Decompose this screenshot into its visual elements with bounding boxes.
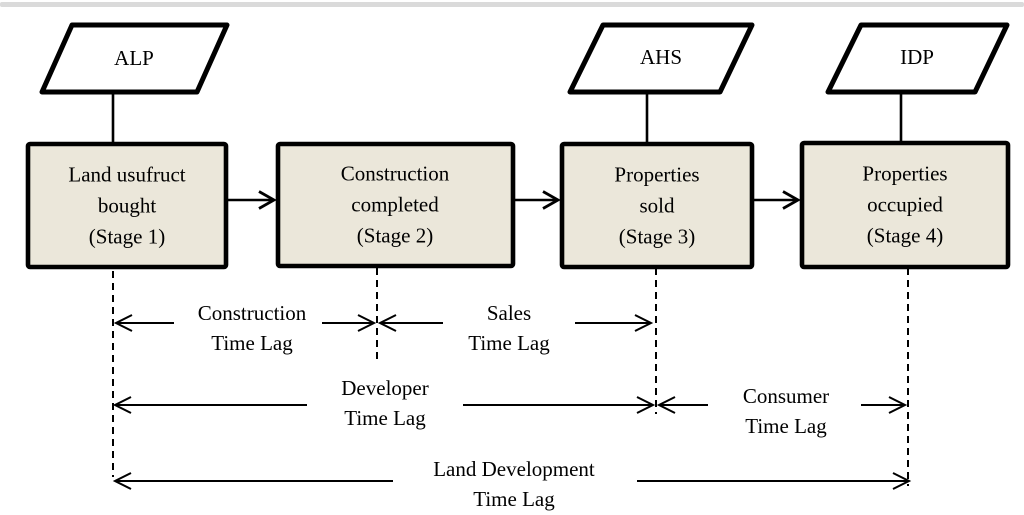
time-lag-label-developer: Developer Time Lag bbox=[341, 376, 429, 430]
stage-label-1: Land usufruct bought (Stage 1) bbox=[68, 162, 186, 249]
stage-label-3: Properties sold (Stage 3) bbox=[614, 162, 700, 249]
stage-label-4: Properties occupied (Stage 4) bbox=[862, 161, 948, 248]
input-label-alp: ALP bbox=[114, 46, 154, 70]
input-label-idp: IDP bbox=[900, 45, 934, 69]
time-lag-label-consumer: Consumer Time Lag bbox=[742, 384, 830, 438]
page-top-divider bbox=[0, 2, 1024, 7]
stage-box-2 bbox=[275, 141, 516, 269]
input-shape-alp bbox=[39, 22, 230, 95]
input-shape-ahs bbox=[567, 22, 755, 95]
time-lag-label-sales: Sales Time Lag bbox=[468, 301, 550, 355]
stage-box-4 bbox=[799, 140, 1011, 270]
time-lag-label-construction: Construction Time Lag bbox=[197, 301, 307, 355]
input-shape-idp bbox=[825, 22, 1010, 95]
stage-box-1 bbox=[25, 141, 229, 270]
stage-label-2: Construction completed (Stage 2) bbox=[340, 161, 450, 248]
time-lag-label-land-development: Land Development Time Lag bbox=[433, 457, 595, 511]
stage-box-3 bbox=[559, 141, 755, 270]
input-label-ahs: AHS bbox=[639, 45, 683, 69]
